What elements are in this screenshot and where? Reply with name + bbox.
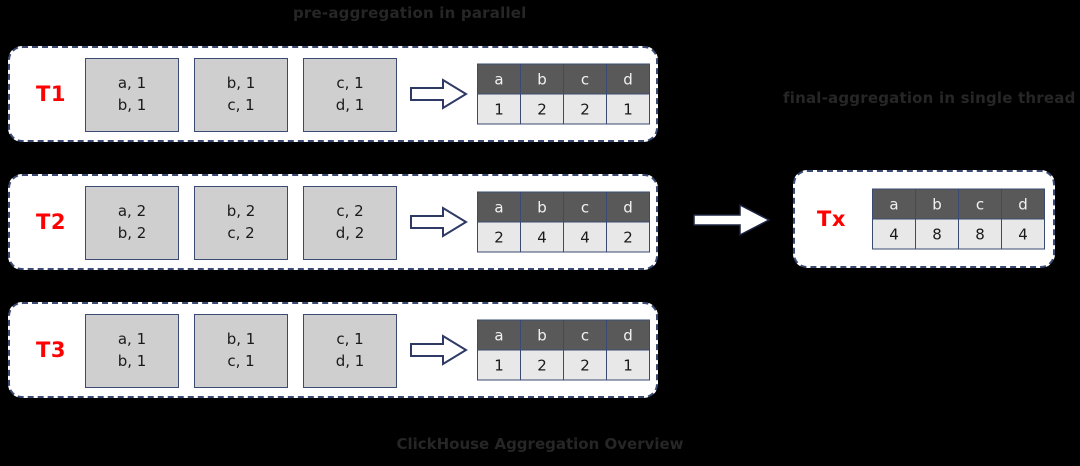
partial-block: b, 1 c, 1	[194, 58, 288, 132]
block-line-2: b, 2	[117, 224, 147, 242]
table-cell: 8	[915, 218, 959, 250]
table-cell: 2	[477, 221, 521, 253]
block-line-2: b, 1	[117, 352, 147, 370]
table-cell: 4	[563, 221, 607, 253]
table-header-cell: c	[563, 191, 607, 223]
solid-right-arrow-icon	[693, 203, 771, 237]
diagram-caption: ClickHouse Aggregation Overview	[396, 435, 684, 453]
table-cell: 4	[520, 221, 564, 253]
table-row: 1 2 2 1	[477, 93, 650, 125]
thread-label-t1: T1	[36, 82, 66, 106]
hollow-right-arrow-icon	[410, 206, 468, 238]
table-cell: 4	[872, 218, 916, 250]
table-cell: 1	[606, 93, 650, 125]
table-header-cell: d	[606, 191, 650, 223]
table-cell: 8	[958, 218, 1002, 250]
thread-label-tx: Tx	[817, 207, 846, 231]
hollow-right-arrow-icon	[410, 78, 468, 110]
thread-lane-t2: T2 a, 2 b, 2 b, 2 c, 2 c, 2 d, 2 a b c	[8, 174, 658, 270]
table-header-cell: a	[477, 191, 521, 223]
block-line-1: a, 1	[117, 330, 147, 349]
partial-block: c, 2 d, 2	[303, 186, 397, 260]
block-line-2: c, 2	[227, 224, 255, 242]
partial-block: b, 1 c, 1	[194, 314, 288, 388]
block-line-2: b, 1	[117, 96, 147, 114]
thread-lane-tx: Tx a b c d 4 8 8 4	[793, 170, 1055, 268]
partial-result-table-t3: a b c d 1 2 2 1	[477, 319, 650, 381]
partial-result-table-t1: a b c d 1 2 2 1	[477, 63, 650, 125]
partial-block: a, 1 b, 1	[85, 314, 179, 388]
block-line-2: c, 1	[227, 96, 255, 114]
final-result-table-tx: a b c d 4 8 8 4	[872, 188, 1045, 250]
block-line-1: c, 1	[336, 330, 364, 349]
table-cell: 1	[477, 93, 521, 125]
table-header-cell: c	[563, 63, 607, 95]
table-header-cell: d	[606, 319, 650, 351]
partial-block: a, 2 b, 2	[85, 186, 179, 260]
hollow-right-arrow-icon	[410, 334, 468, 366]
table-cell: 2	[563, 349, 607, 381]
block-line-1: b, 2	[226, 202, 256, 221]
table-cell: 1	[477, 349, 521, 381]
table-header-cell: b	[520, 63, 564, 95]
table-cell: 2	[563, 93, 607, 125]
table-header-cell: d	[606, 63, 650, 95]
table-header-row: a b c d	[477, 191, 650, 223]
thread-lane-t3: T3 a, 1 b, 1 b, 1 c, 1 c, 1 d, 1 a b c	[8, 302, 658, 398]
table-header-cell: b	[915, 188, 959, 220]
thread-label-t3: T3	[36, 338, 66, 362]
table-header-cell: c	[563, 319, 607, 351]
block-line-2: d, 2	[335, 224, 365, 242]
table-header-cell: b	[520, 319, 564, 351]
thread-lane-t1: T1 a, 1 b, 1 b, 1 c, 1 c, 1 d, 1 a b c	[8, 46, 658, 142]
table-cell: 2	[606, 221, 650, 253]
heading-final-aggregation: final-aggregation in single thread	[783, 89, 1076, 107]
table-header-row: a b c d	[477, 63, 650, 95]
table-header-cell: b	[520, 191, 564, 223]
partial-result-table-t2: a b c d 2 4 4 2	[477, 191, 650, 253]
partial-block: a, 1 b, 1	[85, 58, 179, 132]
table-cell: 2	[520, 349, 564, 381]
table-header-row: a b c d	[477, 319, 650, 351]
block-line-1: c, 1	[336, 74, 364, 93]
table-row: 2 4 4 2	[477, 221, 650, 253]
table-row: 1 2 2 1	[477, 349, 650, 381]
table-header-cell: a	[477, 319, 521, 351]
block-line-1: a, 2	[117, 202, 147, 221]
table-header-row: a b c d	[872, 188, 1045, 220]
table-header-cell: c	[958, 188, 1002, 220]
partial-block-group-t3: a, 1 b, 1 b, 1 c, 1 c, 1 d, 1	[85, 314, 397, 388]
partial-block-group-t1: a, 1 b, 1 b, 1 c, 1 c, 1 d, 1	[85, 58, 397, 132]
heading-pre-aggregation: pre-aggregation in parallel	[293, 4, 527, 22]
table-header-cell: a	[872, 188, 916, 220]
table-cell: 2	[520, 93, 564, 125]
partial-block: c, 1 d, 1	[303, 58, 397, 132]
partial-block: b, 2 c, 2	[194, 186, 288, 260]
block-line-1: b, 1	[226, 330, 256, 349]
block-line-2: d, 1	[335, 96, 365, 114]
block-line-1: a, 1	[117, 74, 147, 93]
block-line-2: d, 1	[335, 352, 365, 370]
table-row: 4 8 8 4	[872, 218, 1045, 250]
block-line-1: b, 1	[226, 74, 256, 93]
table-cell: 4	[1001, 218, 1045, 250]
table-header-cell: a	[477, 63, 521, 95]
thread-label-t2: T2	[36, 210, 66, 234]
block-line-2: c, 1	[227, 352, 255, 370]
table-header-cell: d	[1001, 188, 1045, 220]
partial-block: c, 1 d, 1	[303, 314, 397, 388]
partial-block-group-t2: a, 2 b, 2 b, 2 c, 2 c, 2 d, 2	[85, 186, 397, 260]
table-cell: 1	[606, 349, 650, 381]
block-line-1: c, 2	[336, 202, 364, 221]
